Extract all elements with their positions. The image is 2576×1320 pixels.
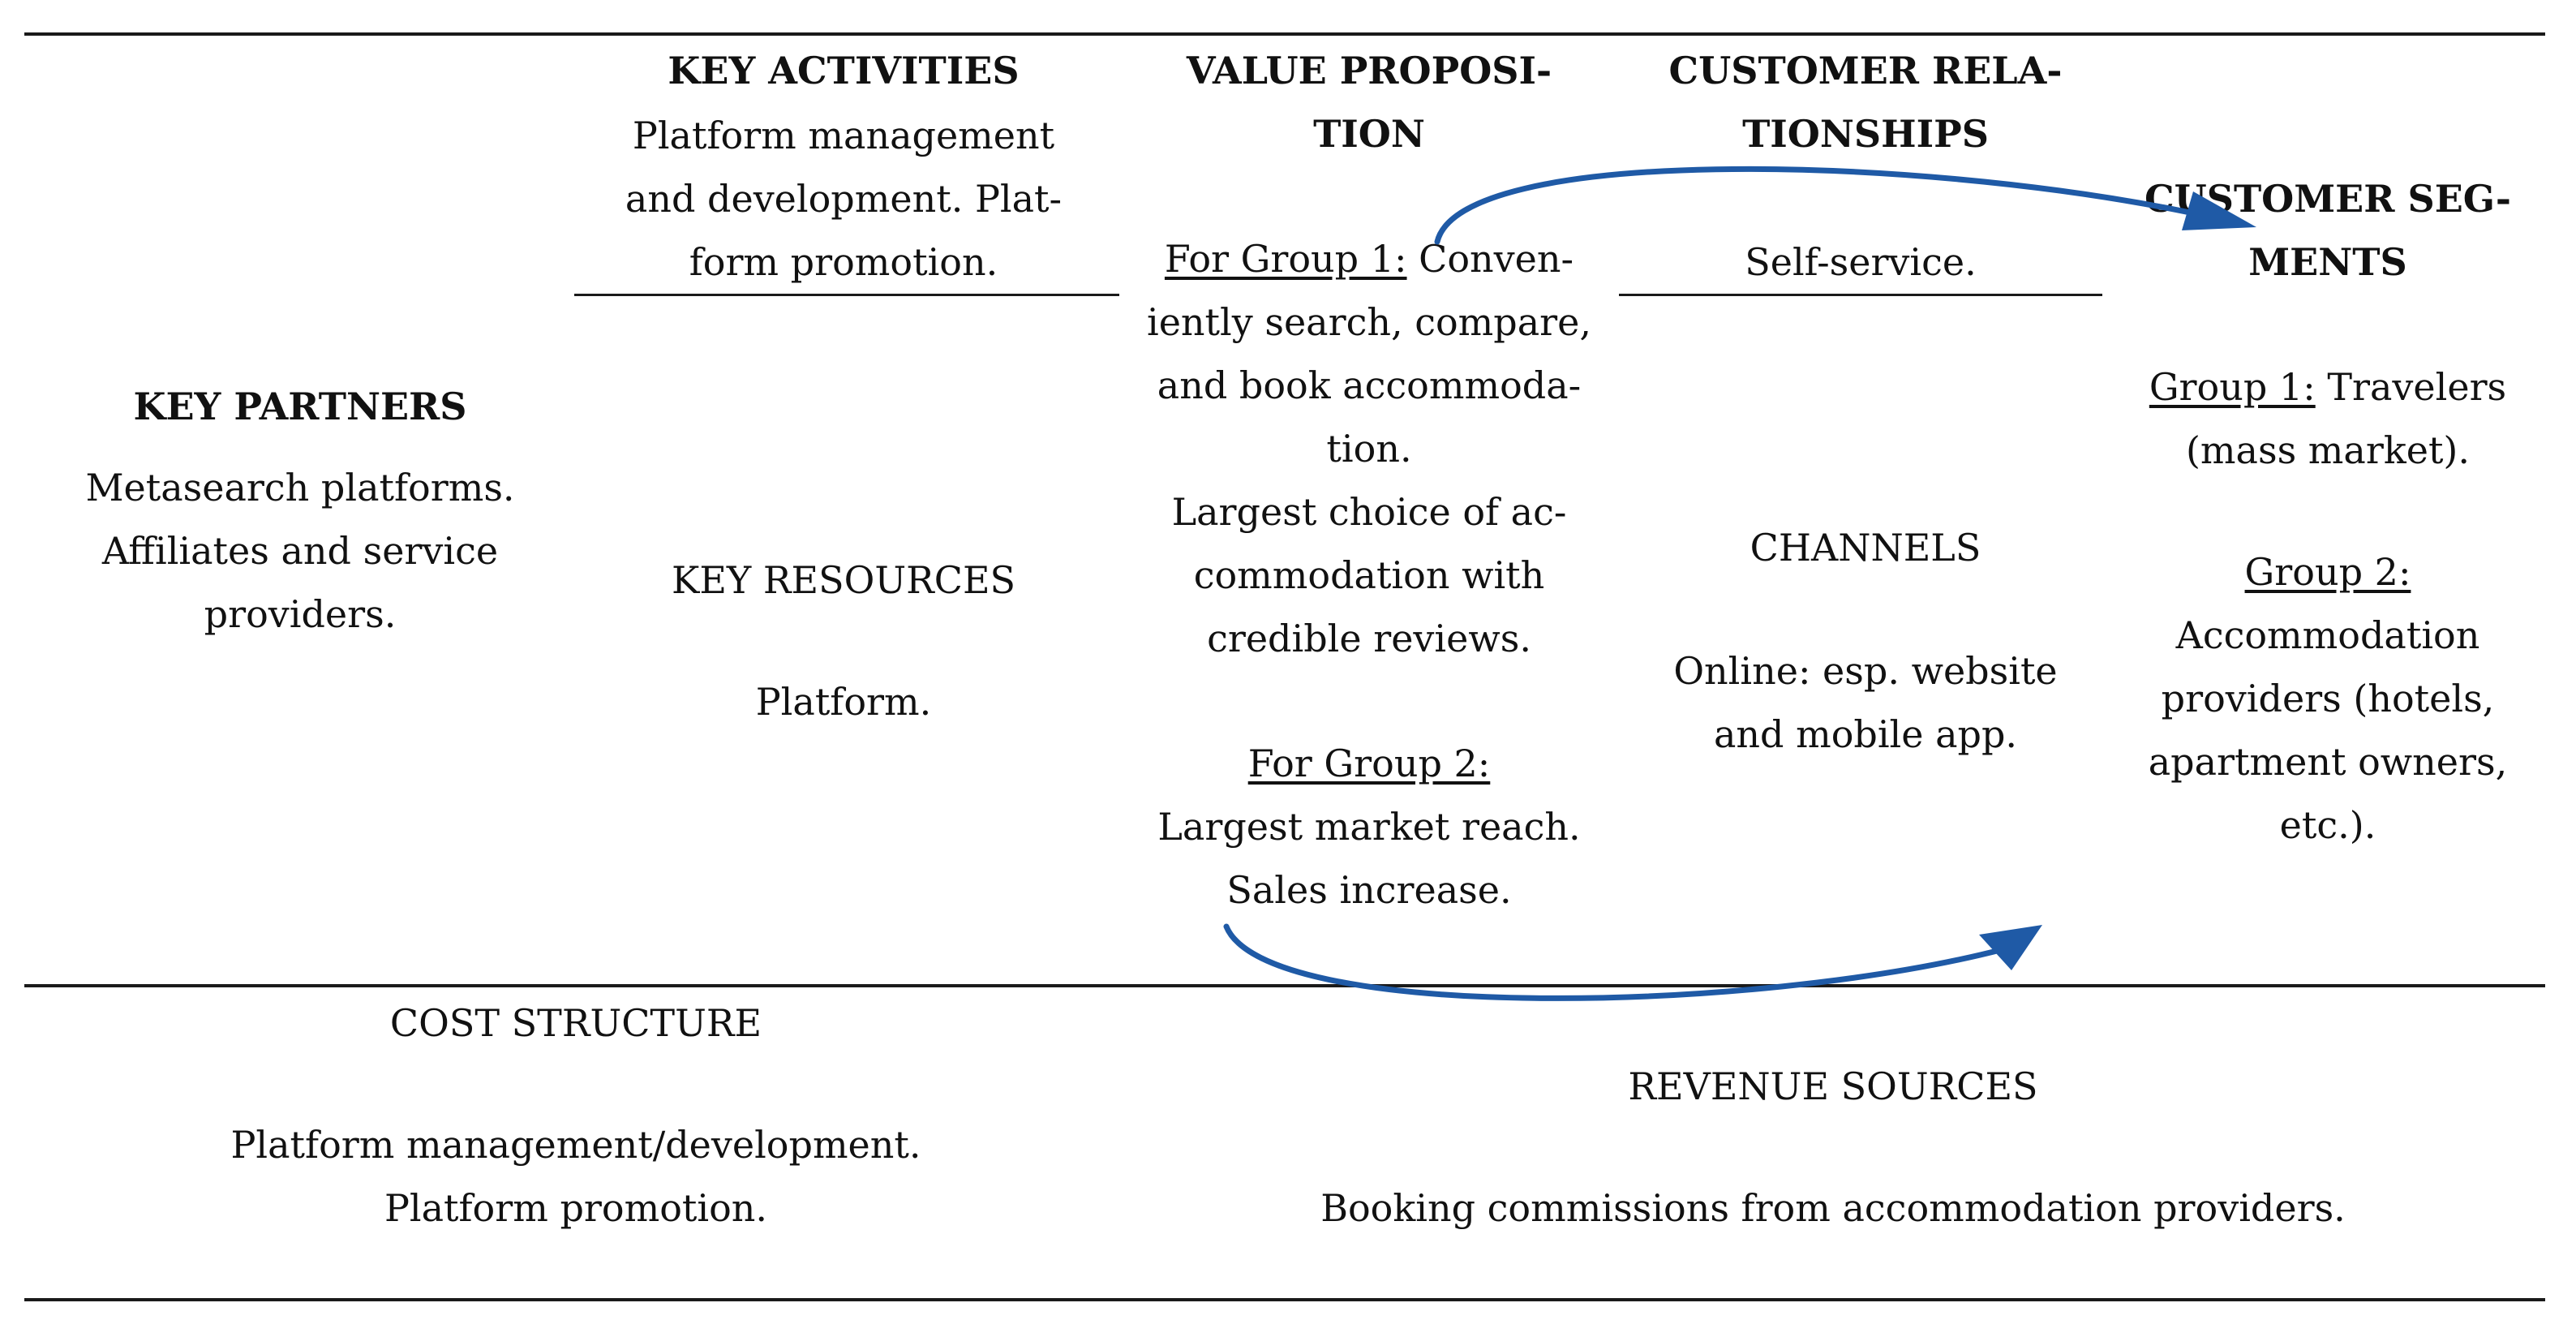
value-proposition-group1-line: For Group 1: Conven- <box>1119 227 1619 290</box>
bottom-rule <box>24 1298 2545 1301</box>
top-curved-arrow <box>1434 166 2193 245</box>
key-activities-title: KEY ACTIVITIES <box>668 49 1020 92</box>
bottom-curved-arrow <box>1223 923 2007 1001</box>
channels-text: Online: esp. website and mobile app. <box>1673 649 2058 756</box>
cost-structure-text: Platform management/development. Platfor… <box>230 1123 921 1230</box>
top-rule <box>24 32 2545 36</box>
customer-segments-group1-text-first: Travelers <box>2315 365 2507 409</box>
revenue-sources-text: Booking commissions from accommodation p… <box>1320 1186 2346 1230</box>
channels-title: CHANNELS <box>1750 526 1981 570</box>
customer-segments-group1-text: (mass market). <box>2185 428 2470 472</box>
middle-rule <box>24 984 2545 987</box>
value-proposition-group1-text: iently search, compare, and book accommo… <box>1146 300 1592 660</box>
value-proposition-group1-text-first: Conven- <box>1406 237 1574 281</box>
key-partners-text: Metasearch platforms. Affiliates and ser… <box>85 466 515 636</box>
customer-relationships-text: Self-service. <box>1745 240 1977 284</box>
value-proposition-group1-label: For Group 1: <box>1164 237 1407 281</box>
customer-segments-group1-label: Group 1: <box>2149 365 2316 409</box>
key-activities-text: Platform management and development. Pla… <box>625 114 1063 284</box>
cost-structure-title: COST STRUCTURE <box>389 1001 762 1045</box>
key-activities-divider <box>574 294 1119 296</box>
value-proposition-group2-text: Largest market reach. Sales increase. <box>1157 805 1581 912</box>
revenue-sources-title: REVENUE SOURCES <box>1628 1064 2038 1108</box>
customer-segments-group2-label: Group 2: <box>2244 550 2411 594</box>
value-proposition-title: VALUE PROPOSI- TION <box>1186 49 1552 156</box>
customer-relationships-divider <box>1619 294 2102 296</box>
value-proposition-group2-label: For Group 2: <box>1247 742 1491 785</box>
bottom-arrowhead <box>1979 925 2042 970</box>
customer-segments-group2-text: Accommodation providers (hotels, apartme… <box>2148 613 2508 847</box>
customer-segments-group1-line: Group 1: Travelers <box>2109 355 2547 419</box>
key-resources-title: KEY RESOURCES <box>671 558 1016 602</box>
top-arrowhead <box>2182 191 2256 230</box>
key-resources-text: Platform. <box>755 680 932 724</box>
key-partners-title: KEY PARTNERS <box>133 385 467 428</box>
customer-relationships-title: CUSTOMER RELA- TIONSHIPS <box>1668 49 2063 156</box>
